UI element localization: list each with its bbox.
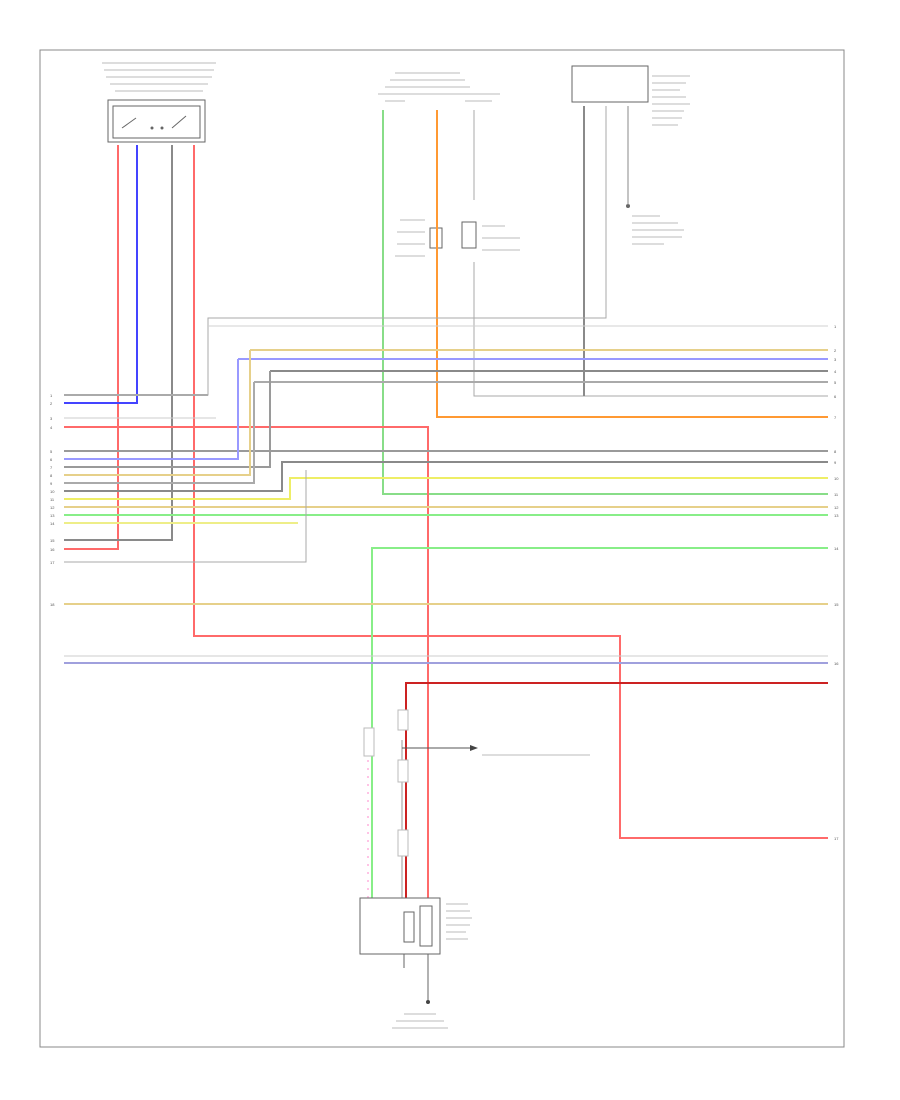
left-switch-component	[102, 62, 216, 143]
wire-mid-gray-5	[64, 470, 307, 563]
wire-red-long	[193, 145, 828, 839]
left-pin-8: 8	[50, 473, 53, 478]
wire-left-red-cross	[64, 426, 429, 900]
right-connector: 1 2 3 4 5 6 7 8 9 10 11 12 13 14 15 16 1…	[834, 324, 839, 841]
left-pin-3: 3	[50, 416, 53, 421]
right-module-component	[571, 65, 690, 245]
right-pin-9: 9	[834, 460, 837, 465]
left-pin-15: 15	[50, 538, 55, 543]
arrow-indicator	[470, 745, 478, 751]
left-pin-4: 4	[50, 425, 53, 430]
right-pin-6: 6	[834, 394, 837, 399]
left-pin-10: 10	[50, 489, 55, 494]
wire-mid-tan	[64, 350, 251, 476]
right-pin-2: 2	[834, 348, 837, 353]
right-pin-1: 1	[834, 324, 837, 329]
right-pin-8: 8	[834, 449, 837, 454]
lower-wires	[363, 709, 590, 900]
right-pin-14: 14	[834, 546, 839, 551]
left-pin-7: 7	[50, 465, 53, 470]
horizontal-wires	[64, 325, 828, 900]
right-pin-16: 16	[834, 661, 839, 666]
wire-green-center	[382, 110, 828, 495]
right-pin-13: 13	[834, 513, 839, 518]
left-pin-5: 5	[50, 449, 53, 454]
wire-blue	[64, 145, 138, 404]
right-module-box	[571, 65, 649, 103]
wire-mid-yellow	[64, 477, 828, 500]
ground-terminal	[626, 204, 630, 208]
left-pin-2: 2	[50, 401, 53, 406]
wire-green-low	[371, 547, 828, 900]
left-connector: 1 2 3 4 5 6 7 8 9 10 11 12 13 14 15 16 1…	[50, 393, 55, 607]
right-pin-5: 5	[834, 380, 837, 385]
center-switch-b	[461, 221, 477, 249]
right-pin-11: 11	[834, 492, 839, 497]
left-pin-12: 12	[50, 505, 55, 510]
center-unit-component	[378, 72, 520, 257]
right-pin-12: 12	[834, 505, 839, 510]
right-pin-15: 15	[834, 602, 839, 607]
left-pin-9: 9	[50, 481, 53, 486]
wire-gray-module-b	[64, 106, 607, 396]
wire-mid-gray-4	[64, 461, 828, 492]
diagram-frame	[39, 49, 845, 1048]
left-pin-17: 17	[50, 560, 55, 565]
bottom-ground-terminal	[426, 1000, 430, 1004]
wire-darkred-low	[405, 682, 828, 900]
wire-mid-gray-3	[64, 382, 255, 484]
wire-gray-center-low	[473, 262, 828, 397]
left-pin-1: 1	[50, 393, 53, 398]
left-pin-13: 13	[50, 513, 55, 518]
right-pin-17: 17	[834, 836, 839, 841]
right-pin-10: 10	[834, 476, 839, 481]
left-pin-6: 6	[50, 457, 53, 462]
left-pin-14: 14	[50, 521, 55, 526]
vertical-wires	[64, 106, 828, 839]
wire-mid-gray-2	[64, 371, 271, 468]
right-pin-7: 7	[834, 415, 837, 420]
right-pin-4: 4	[834, 369, 837, 374]
right-pin-3: 3	[834, 357, 837, 362]
wire-red-left	[64, 145, 119, 550]
left-pin-16: 16	[50, 547, 55, 552]
left-pin-11: 11	[50, 497, 55, 502]
wire-orange-center	[436, 110, 828, 418]
wire-gray-switch	[64, 145, 173, 541]
left-pin-18: 18	[50, 602, 55, 607]
bottom-unit-component	[359, 897, 472, 1029]
wire-mid-violet	[64, 359, 239, 460]
